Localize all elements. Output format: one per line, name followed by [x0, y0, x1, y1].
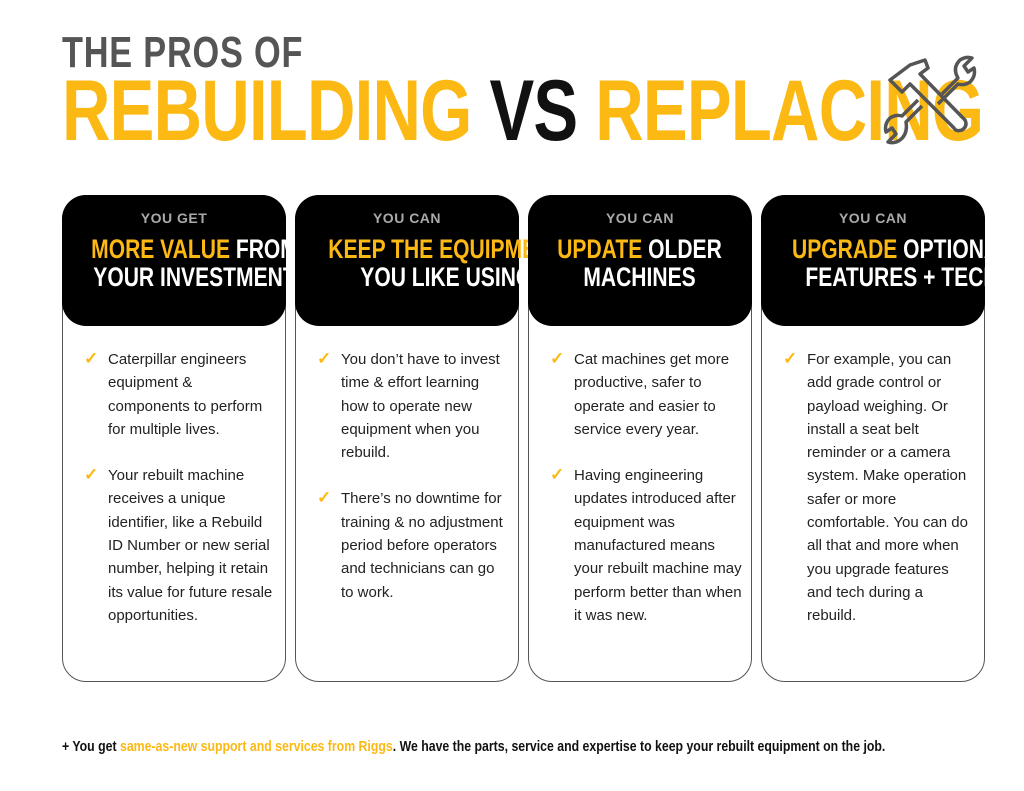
hammer-wrench-icon: [883, 55, 977, 145]
title-line-1: THE PROS OF: [62, 28, 304, 77]
title-line-2: REBUILDING VS REPLACING: [62, 63, 984, 159]
list-item: ✓Your rebuilt machine receives a unique …: [84, 465, 273, 624]
list-item: ✓Caterpillar engineers equipment & compo…: [84, 349, 263, 438]
card-kicker: YOU CAN: [838, 210, 908, 226]
check-icon: ✓: [84, 349, 99, 368]
card-kicker: YOU CAN: [372, 210, 442, 226]
check-icon: ✓: [550, 349, 565, 368]
check-icon: ✓: [783, 349, 798, 368]
bullet-list: ✓Caterpillar engineers equipment & compo…: [84, 348, 277, 650]
card-kicker: YOU GET: [140, 210, 208, 226]
riggs-support-link[interactable]: same-as-new support and services from Ri…: [119, 738, 393, 755]
check-icon: ✓: [317, 349, 332, 368]
check-icon: ✓: [317, 488, 332, 508]
list-item: ✓You don’t have to invest time & effort …: [317, 349, 500, 462]
check-icon: ✓: [550, 465, 565, 485]
list-item: ✓There’s no downtime for training & no a…: [317, 488, 503, 601]
check-icon: ✓: [84, 465, 99, 485]
card-kicker: YOU CAN: [605, 210, 675, 226]
footer-note: + You get same-as-new support and servic…: [62, 738, 886, 755]
bullet-list: ✓Cat machines get more productive, safer…: [550, 348, 743, 650]
bullet-list: ✓For example, you can add grade control …: [783, 348, 976, 651]
list-item: ✓For example, you can add grade control …: [783, 349, 968, 625]
bullet-list: ✓You don’t have to invest time & effort …: [317, 348, 510, 627]
list-item: ✓Having engineering updates introduced a…: [550, 465, 742, 624]
list-item: ✓Cat machines get more productive, safer…: [550, 349, 730, 438]
